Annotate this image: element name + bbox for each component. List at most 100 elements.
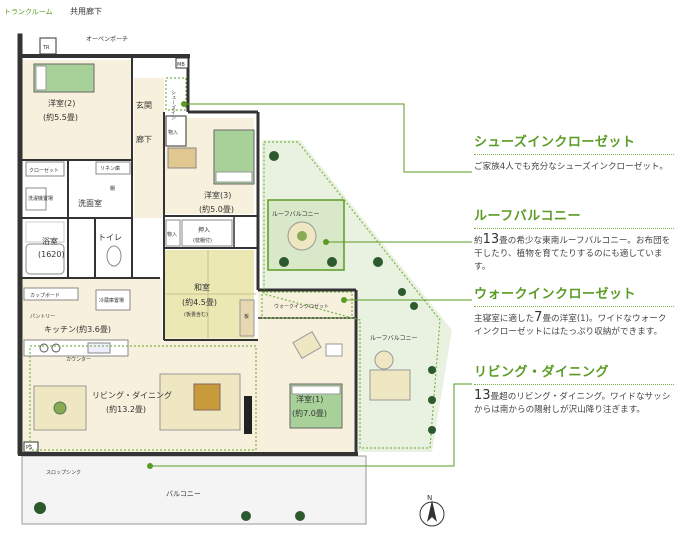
feature-desc-text-after: 畳の希少な東南ルーフバルコニー。お布団を干したり、植物を育てたりするのにも適して… (474, 236, 671, 272)
feature-desc-text: 主寝室に適した (474, 314, 535, 324)
fridge-box (95, 289, 131, 311)
shoe-closet-area (165, 77, 187, 111)
bath-floor (25, 221, 65, 243)
leader-dot-wic (341, 297, 347, 303)
closet-box-wash (25, 161, 65, 177)
closet-small (165, 115, 187, 147)
pillow-room2 (35, 65, 47, 91)
label-washing-machine: 洗濯機置場 (28, 195, 53, 202)
balcony-table-plant (297, 231, 307, 241)
cupboard-box (23, 287, 79, 301)
pillow-room3 (215, 171, 253, 183)
label-western3-size: (約5.0畳) (199, 204, 234, 214)
feature-rule (474, 154, 674, 155)
label-ps: PS (26, 445, 32, 451)
leader-dot-roof (323, 239, 329, 245)
plant-5 (398, 288, 406, 296)
plant-7 (428, 366, 436, 374)
leader-living (150, 383, 472, 467)
plant-4 (373, 257, 383, 267)
oshiire-box (181, 219, 233, 247)
plant-6 (410, 302, 418, 310)
leader-shoe-closet (184, 103, 472, 173)
feature-desc-text-after: 畳の洋室(1)。ワイドなウォークインクローゼットにはたっぷり収納ができます。 (474, 314, 667, 337)
feature-desc: ご家族4人でも充分なシューズインクローゼット。 (474, 159, 674, 174)
label-storage: 物入 (167, 231, 177, 238)
trunk-room-box (39, 37, 57, 55)
stove-burner-2 (51, 343, 61, 353)
label-japanese-room-size: (約4.5畳) (182, 297, 217, 307)
label-kitchen: キッチン(約3.6畳) (44, 324, 111, 334)
label-living-size: (約13.2畳) (106, 404, 146, 414)
label-slop-sink: スロップシンク (46, 470, 81, 476)
label-shoe-closet: シューズイン (170, 90, 176, 120)
feature-title: ルーフバルコニー (474, 209, 581, 224)
label-trunk-room: トランクルーム (4, 8, 53, 16)
toilet-fixture (106, 245, 122, 267)
label-living: リビング・ダイニング (92, 390, 172, 400)
label-roof-balcony-upper: ルーフバルコニー (272, 211, 320, 218)
feature-rule (474, 306, 674, 307)
dining-plant (53, 401, 67, 415)
plant-12 (295, 511, 305, 521)
label-fridge: 冷蔵庫置場 (99, 297, 124, 304)
ps-box (23, 441, 39, 453)
balcony-lounger (369, 369, 411, 401)
tatami-lines (166, 250, 256, 338)
plant-3 (327, 257, 337, 267)
feature-title: リビング・ダイニング (474, 365, 610, 380)
floor-hallway (134, 78, 164, 218)
mb-box (175, 57, 189, 69)
feature-title: ウォークインクローゼット (474, 287, 637, 302)
label-board: 板 (244, 313, 249, 320)
label-closet-small: 物入 (168, 129, 178, 136)
label-balcony: バルコニー (166, 490, 201, 498)
floor-walkin-closet (258, 290, 354, 318)
washing-machine-box (25, 187, 47, 211)
label-western2: 洋室(2) (48, 98, 75, 108)
ld-dotted-outline (29, 345, 257, 451)
balcony-stool (374, 350, 394, 370)
tv-stand (244, 396, 252, 434)
label-pantry: パントリー (30, 314, 55, 320)
plants (34, 151, 436, 521)
feature-desc: 13畳超のリビング・ダイニング。ワイドなサッシからは南からの陽射しが沢山降り注ぎ… (474, 389, 674, 417)
feature-desc-text-after: 畳超のリビング・ダイニング。ワイドなサッシからは南からの陽射しが沢山降り注ぎます… (474, 392, 671, 415)
label-north: N (427, 494, 432, 502)
label-bathroom-size: (1620) (38, 250, 65, 259)
stove-burner-1 (39, 343, 49, 353)
side-table (325, 343, 343, 357)
feature-desc-number: 13 (474, 388, 491, 403)
plant-9 (428, 426, 436, 434)
label-mb: MB (177, 62, 185, 68)
kitchen-sink (87, 342, 111, 354)
leader-dot-shoe (181, 101, 187, 107)
label-washroom: 洗面室 (78, 198, 102, 208)
feature-walkin-closet: ウォークインクローゼット 主寝室に適した7畳の洋室(1)。ワイドなウォークインク… (474, 286, 674, 339)
feature-living-dining: リビング・ダイニング 13畳超のリビング・ダイニング。ワイドなサッシからは南から… (474, 364, 674, 417)
feature-desc: 主寝室に適した7畳の洋室(1)。ワイドなウォークインクローゼットにはたっぷり収納… (474, 311, 674, 339)
wall-west (17, 33, 23, 455)
feature-rule (474, 228, 674, 229)
label-western2-size: (約5.5畳) (43, 112, 78, 122)
label-entrance: 玄関 (136, 100, 152, 110)
feature-desc-text: 約 (474, 236, 483, 246)
label-open-porch: オーペンポーチ (86, 35, 128, 43)
plant-1 (269, 151, 279, 161)
label-toilet: トイレ (98, 233, 122, 242)
board-floor (239, 299, 255, 337)
lounge-chair (292, 331, 322, 359)
label-common-corridor: 共用廊下 (70, 6, 102, 16)
label-master: 洋室(1) (296, 394, 323, 404)
label-oshiire-sub: (枕棚付) (193, 237, 212, 244)
label-bathroom: 浴室 (42, 236, 58, 246)
vanity-box (95, 161, 131, 175)
plant-8 (428, 396, 436, 404)
floor-balcony (21, 455, 367, 525)
label-japanese-room: 和室 (194, 282, 210, 292)
label-closet: クローゼット (29, 167, 59, 174)
plant-2 (279, 257, 289, 267)
north-arrow (419, 500, 445, 527)
label-roof-balcony-lower: ルーフバルコニー (370, 335, 418, 342)
